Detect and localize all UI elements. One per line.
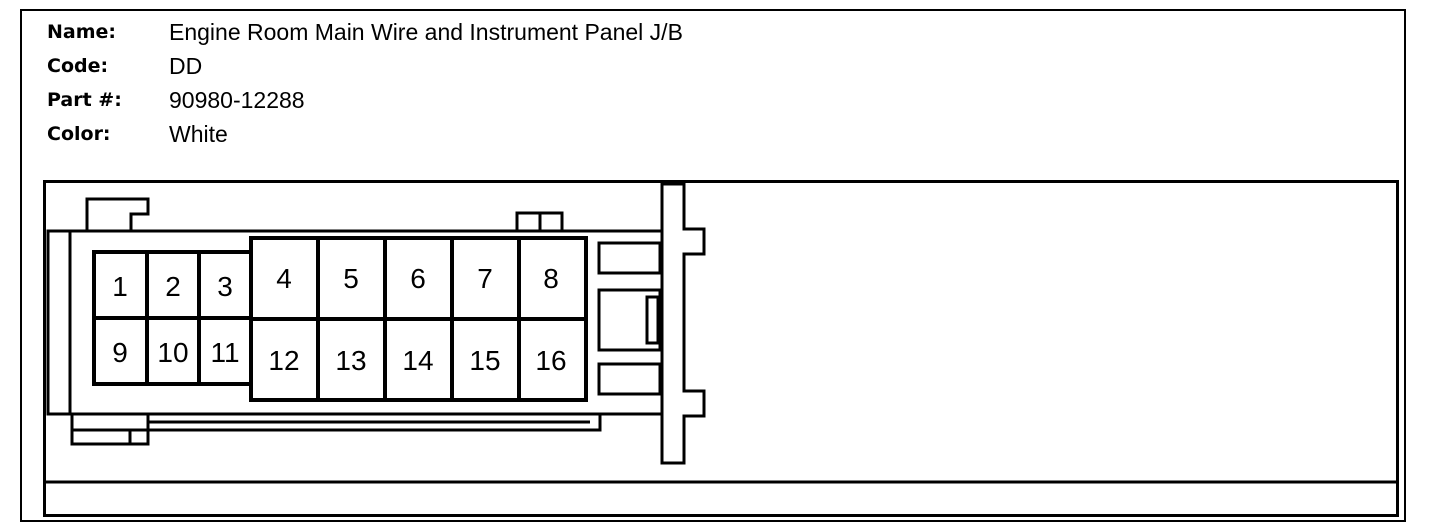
bottom-left-nub [70,428,150,446]
right-slot-middle [597,288,662,352]
part-number-value: 90980-12288 [169,87,305,113]
pin-2-label: 2 [165,271,181,302]
pin-cavities [92,236,588,402]
pin-16-label: 16 [535,345,566,376]
part-number-label: Part #: [47,89,122,111]
pin-6-label: 6 [410,263,426,294]
pin-11-label: 11 [210,337,239,368]
connector-card [20,9,1406,522]
code-label: Code: [47,55,109,77]
right-slot-upper [597,241,662,275]
left-end-plate [46,229,72,416]
pin-10-label: 10 [157,337,188,368]
pin-8-label: 8 [543,263,559,294]
color-label: Color: [47,123,111,145]
name-value: Engine Room Main Wire and Instrument Pan… [169,19,683,45]
pin-14-label: 14 [402,345,433,376]
pin-15-label: 15 [469,345,500,376]
diagram-frame [43,180,1399,517]
pin-12-label: 12 [268,345,299,376]
pin-1-label: 1 [112,271,128,302]
code-value: DD [169,53,203,79]
pin-13-label: 13 [335,345,366,376]
pin-5-label: 5 [343,263,359,294]
pin-7-label: 7 [477,263,493,294]
pin-3-label: 3 [217,271,233,302]
right-slot-lower [597,362,662,396]
right-flange [660,182,706,465]
pin-4-label: 4 [276,263,292,294]
color-value: White [169,121,228,147]
right-slot-key [645,295,660,345]
connector-housing [46,182,706,465]
name-label: Name: [47,21,117,43]
pin-9-label: 9 [112,337,128,368]
top-left-latch [85,197,150,231]
